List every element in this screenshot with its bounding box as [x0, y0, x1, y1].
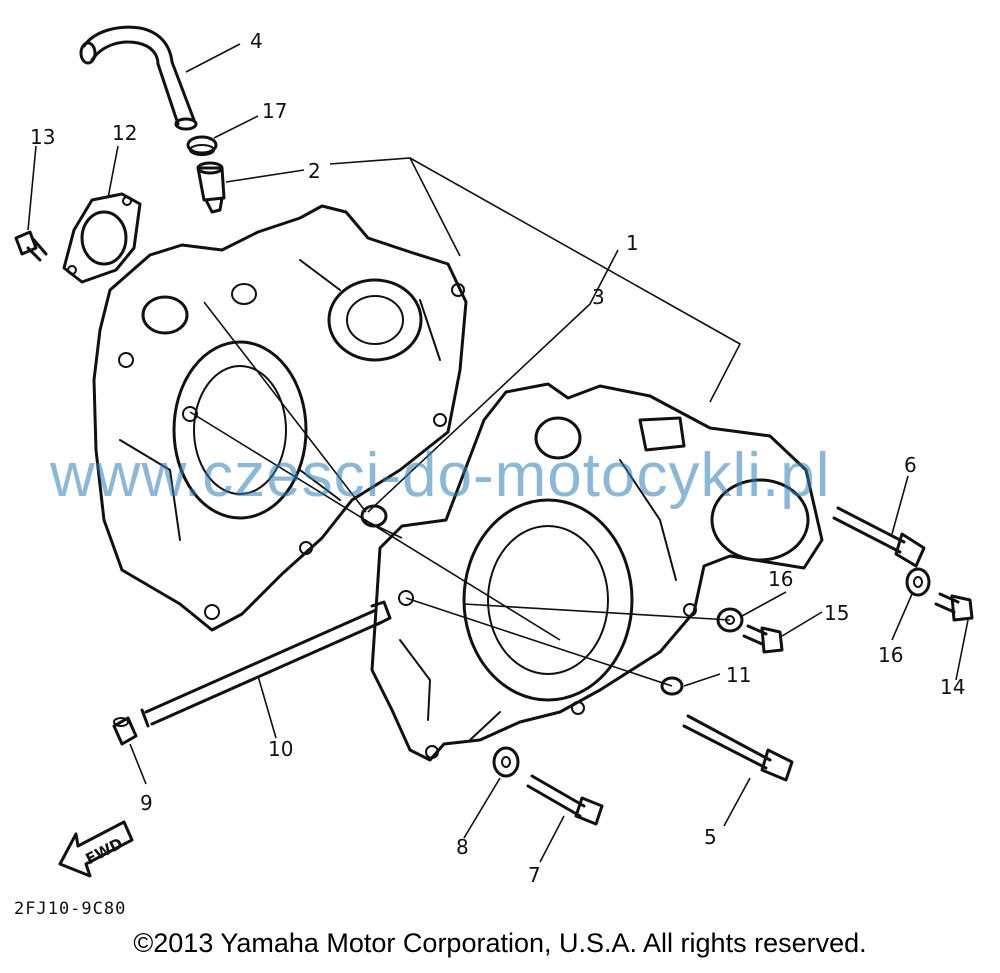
callout-3: 3: [592, 285, 605, 309]
diagram-code: 2FJ10-9C80: [14, 899, 126, 919]
bolt-part-6: [832, 506, 926, 568]
callout-12: 12: [112, 121, 137, 145]
callout-5: 5: [704, 825, 717, 849]
o-ring-part-11: [660, 676, 684, 696]
callout-11: 11: [726, 663, 751, 687]
clip-part-17: [186, 135, 218, 156]
gasket-part-12: [62, 192, 142, 284]
callout-16-a: 16: [768, 567, 793, 591]
stud-bolt-part-10: [140, 600, 392, 728]
callout-9: 9: [140, 791, 153, 815]
callout-10: 10: [268, 737, 293, 761]
leader-lines: [27, 43, 969, 863]
crankcase-left-half: [92, 204, 468, 632]
assembly-lines: [189, 301, 731, 687]
bolt-part-15: [742, 624, 784, 654]
callout-13: 13: [30, 125, 55, 149]
watermark-text: www.czesci-do-motocykli.pl: [50, 441, 831, 510]
collar-part-9: [112, 716, 138, 746]
callout-1: 1: [626, 231, 639, 255]
washer-part-8: [492, 746, 520, 778]
callout-15: 15: [824, 601, 849, 625]
callout-7: 7: [528, 863, 541, 887]
forward-arrow-icon: FWD: [58, 820, 134, 878]
copyright-notice: ©2013 Yamaha Motor Corporation, U.S.A. A…: [133, 928, 867, 958]
pipe-part-2: [196, 161, 226, 214]
bolt-part-7: [526, 774, 604, 826]
callout-2: 2: [308, 159, 321, 183]
callout-16-b: 16: [878, 643, 903, 667]
callout-14: 14: [940, 675, 965, 699]
bolt-part-5: [682, 714, 794, 782]
callout-17: 17: [262, 99, 287, 123]
callout-4: 4: [250, 29, 263, 53]
bolt-part-14: [934, 592, 974, 622]
washer-part-16-b: [905, 567, 931, 597]
callout-8: 8: [456, 835, 469, 859]
hose-part-4: [79, 25, 198, 131]
crankcase-right-half: [370, 382, 824, 762]
bolt-part-13: [14, 230, 48, 262]
callout-6: 6: [904, 453, 917, 477]
